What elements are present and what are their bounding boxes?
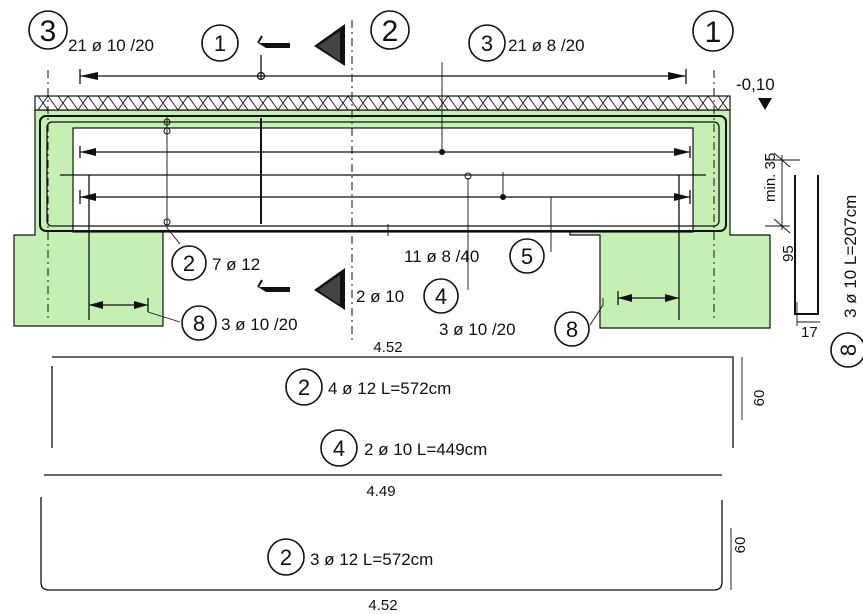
label-bar2: 3 ø 12 L=572cm xyxy=(310,550,433,569)
label-pos8-left: 3 ø 10 /20 xyxy=(221,315,298,334)
label-bar1-a: 4 ø 12 L=572cm xyxy=(328,379,451,398)
mark-3-mid: 3 xyxy=(468,24,506,62)
leg-bars xyxy=(88,175,680,320)
mark-2-bottom: 2 xyxy=(171,245,207,281)
stirrup-inner xyxy=(46,121,720,227)
mark-4: 4 xyxy=(423,278,459,314)
slab-hatching xyxy=(34,95,731,111)
leader-lines xyxy=(163,62,604,326)
bar-shape-2 xyxy=(40,497,723,591)
mark-4-bar1: 4 xyxy=(320,429,358,467)
svg-text:8: 8 xyxy=(836,344,861,356)
label-dim-95: 95 xyxy=(780,245,797,262)
mark-8-left: 8 xyxy=(181,305,217,341)
svg-text:3: 3 xyxy=(40,15,57,48)
side-bar-shape xyxy=(794,175,819,315)
label-pos2: 7 ø 12 xyxy=(212,255,260,274)
label-bar1-b: 2 ø 10 L=449cm xyxy=(364,440,487,459)
svg-text:3: 3 xyxy=(481,31,493,56)
mark-5: 5 xyxy=(509,238,545,274)
svg-text:2: 2 xyxy=(183,251,195,276)
side-bar-dim xyxy=(796,302,820,326)
svg-text:2: 2 xyxy=(298,375,310,400)
inner-cavity xyxy=(72,127,694,233)
top-bar-pos1 xyxy=(79,55,687,84)
label-pos8-right: 3 ø 10 /20 xyxy=(439,320,516,339)
label-pos5: 11 ø 8 /40 xyxy=(404,247,479,266)
mark-1-left: 1 xyxy=(201,24,239,62)
inner-bars xyxy=(79,118,691,224)
bar-shape-1 xyxy=(51,356,734,448)
mark-8-side: 8 xyxy=(830,332,863,368)
svg-text:8: 8 xyxy=(193,311,205,336)
svg-text:2: 2 xyxy=(280,545,292,570)
svg-text:4: 4 xyxy=(435,284,447,309)
label-top-mid: 21 ø 8 /20 xyxy=(508,36,585,55)
svg-text:2: 2 xyxy=(382,15,399,48)
level-marker xyxy=(758,98,772,110)
label-452-bottom: 4.52 xyxy=(368,597,397,614)
svg-text:1: 1 xyxy=(705,16,722,49)
label-min35: min. 35 xyxy=(762,153,779,202)
mark-3-left: 3 xyxy=(28,10,68,50)
stirrup-outer xyxy=(39,115,727,232)
label-452-top: 4.52 xyxy=(373,339,402,356)
label-top-left: 21 ø 10 /20 xyxy=(68,36,154,55)
mark-8-right: 8 xyxy=(554,311,590,347)
svg-text:4: 4 xyxy=(333,436,345,461)
svg-text:1: 1 xyxy=(214,31,226,56)
label-level: -0,10 xyxy=(736,75,775,94)
pos8-dims xyxy=(89,291,679,323)
svg-text:8: 8 xyxy=(566,317,578,342)
label-pos4: 2 ø 10 xyxy=(356,287,404,306)
section-arrows xyxy=(257,24,345,310)
label-bar2-h: 60 xyxy=(732,537,749,554)
mark-1-right: 1 xyxy=(692,10,734,52)
label-449: 4.49 xyxy=(366,483,395,500)
min35-dim xyxy=(765,152,800,234)
label-side-bar: 3 ø 10 L=207cm xyxy=(841,195,860,318)
mark-2-bar2: 2 xyxy=(267,538,305,576)
mark-2-top: 2 xyxy=(370,10,410,50)
mark-2-bar1: 2 xyxy=(285,368,323,406)
label-bar1-h: 60 xyxy=(751,390,768,407)
svg-text:5: 5 xyxy=(521,244,533,269)
label-dim-17: 17 xyxy=(801,324,818,341)
